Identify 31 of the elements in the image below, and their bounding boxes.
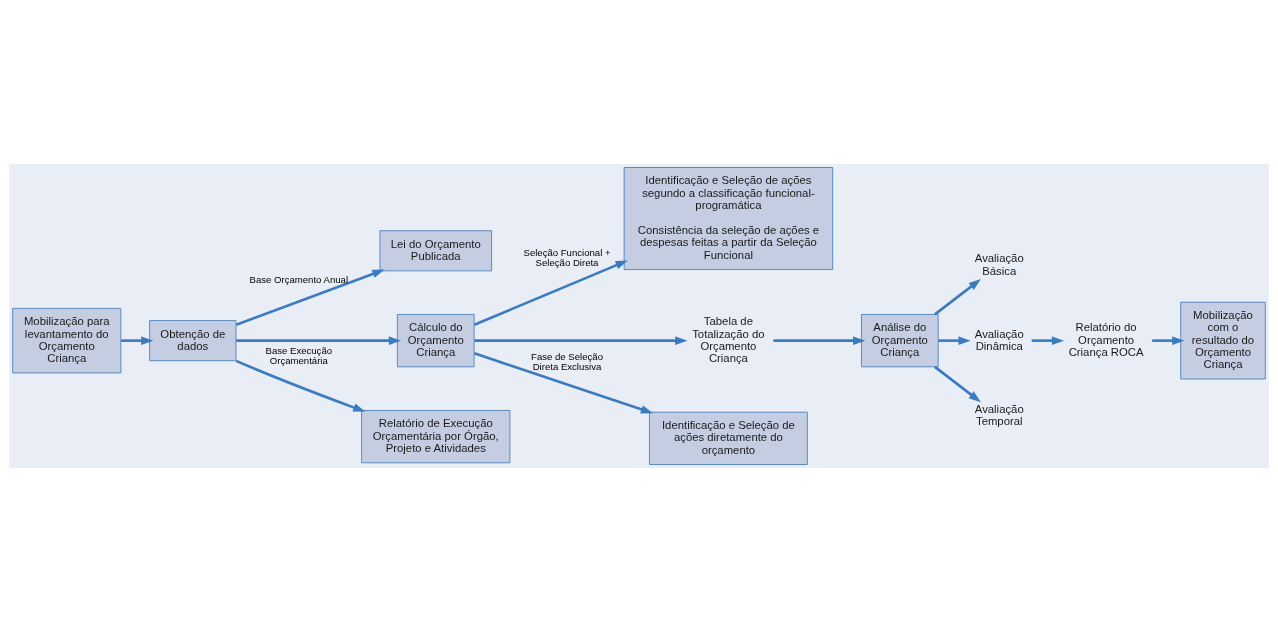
edge-label: Fase de Seleção Direta Exclusiva — [531, 350, 603, 372]
node-box: Lei do Orçamento Publicada — [379, 229, 492, 271]
node-text: Relatório do Orçamento Criança ROCA — [1068, 320, 1144, 358]
node-box: Mobilização com o resultado do Orçamento Criança — [1180, 301, 1266, 379]
arrow — [235, 359, 366, 412]
node-box: Cálculo do Orçamento Criança — [396, 313, 475, 367]
arrow — [938, 335, 971, 345]
arrow — [473, 259, 628, 326]
arrow — [473, 351, 654, 414]
edge-label: Base Execução Orçamentária — [265, 344, 333, 366]
node-text: Avaliação Temporal — [974, 402, 1024, 427]
arrow — [121, 335, 154, 345]
arrow — [474, 335, 688, 345]
node-box: Análise do Orçamento Criança — [861, 313, 939, 367]
edge-label: Seleção Funcional + Seleção Direta — [523, 246, 611, 268]
node-box: Identificação e Seleção de ações diretamente do orçamento — [649, 411, 808, 465]
arrow — [1031, 335, 1065, 345]
node-text: Avaliação Dinâmica — [974, 327, 1024, 352]
node-box: Mobilização para levantamento do Orçamento Criança — [12, 307, 122, 373]
arrow — [236, 335, 402, 345]
node-box: Obtenção de dados — [149, 319, 237, 361]
arrow — [773, 335, 866, 345]
arrow — [235, 269, 385, 326]
node-box: Relatório de Execução Orçamentária por Órgão, Projeto e Atividades — [361, 409, 511, 463]
arrow — [934, 278, 981, 315]
node-text: Avaliação Básica — [974, 251, 1024, 277]
node-text: Tabela de Totalização do Orçamento Criança — [692, 314, 765, 364]
arrow — [934, 365, 981, 402]
edge-label: Base Orçamento Anual — [249, 273, 349, 285]
arrow — [1152, 335, 1185, 345]
node-box: Identificação e Seleção de ações segundo a classificação funcional-programática Consistência da seleção de ações e despesas feitas a partir da Seleção Funcional — [623, 166, 834, 270]
